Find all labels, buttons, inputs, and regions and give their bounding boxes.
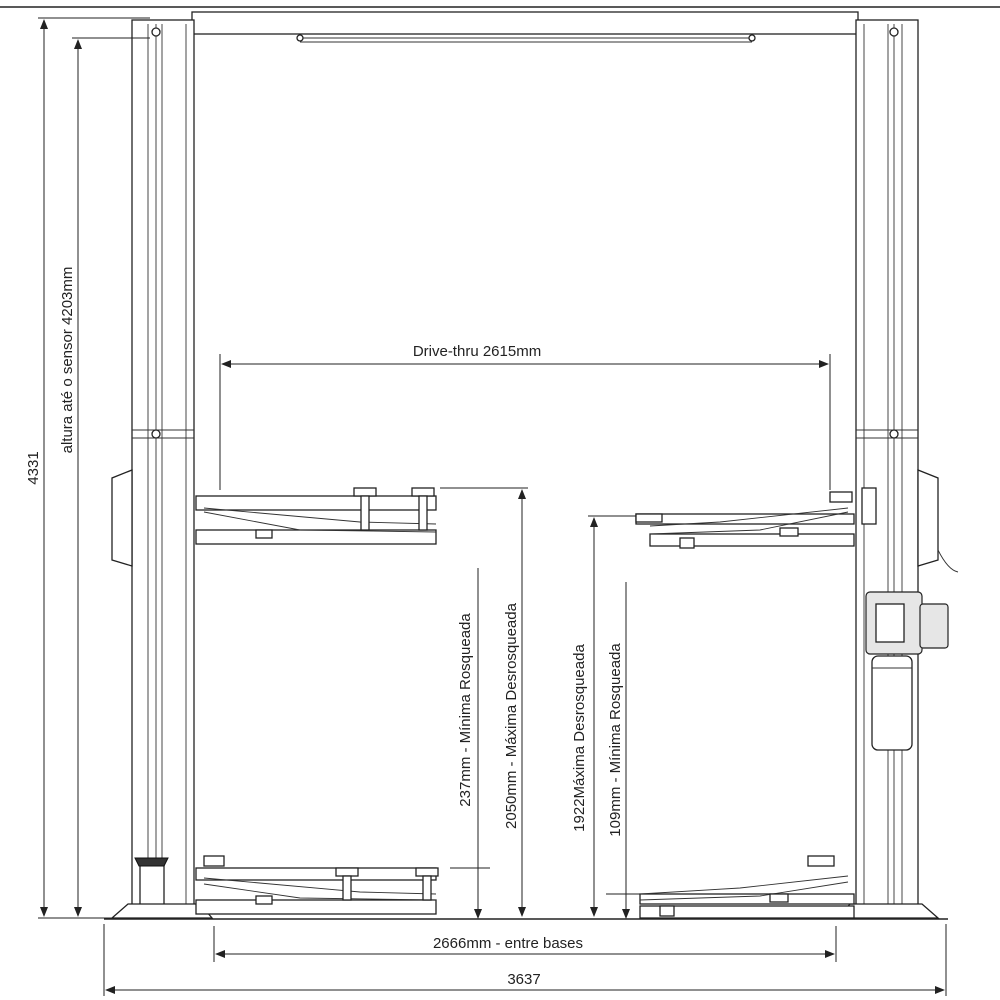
left-max-height-dimension: [440, 487, 528, 917]
right-max-height-dimension: [588, 515, 636, 917]
between-bases-label: 2666mm - entre bases: [433, 935, 583, 952]
between-bases-dimension: [213, 926, 837, 962]
left-min-height-label: 237mm - Mínima Rosqueada: [457, 613, 474, 807]
total-width-dimension: [103, 924, 947, 996]
right-min-height-dimension: [606, 582, 640, 919]
total-height-dimension: [38, 17, 150, 919]
total-height-label: 4331: [25, 451, 42, 484]
left-upper-lift-arm: [195, 487, 437, 545]
left-column: [110, 19, 214, 919]
top-crossbeam: [191, 11, 859, 43]
right-lower-lift-arm: [639, 855, 855, 919]
left-max-height-label: 2050mm - Máxima Desrosqueada: [503, 602, 520, 829]
sensor-height-dimension: [72, 37, 150, 917]
drive-thru-label: Drive-thru 2615mm: [413, 343, 541, 360]
right-column: [836, 19, 959, 919]
left-lower-lift-arm: [195, 855, 439, 915]
right-max-height-label: 1922Máxima Desrosqueada: [571, 644, 588, 832]
motor-pump-unit: [865, 591, 949, 751]
sensor-height-label: altura até o sensor 4203mm: [59, 267, 76, 454]
drive-thru-dimension: [219, 354, 831, 490]
right-upper-lift-arm: [635, 491, 855, 549]
total-width-label: 3637: [507, 971, 540, 988]
left-min-height-dimension: [450, 568, 490, 919]
right-min-height-label: 109mm - Mínima Rosqueada: [607, 643, 624, 837]
